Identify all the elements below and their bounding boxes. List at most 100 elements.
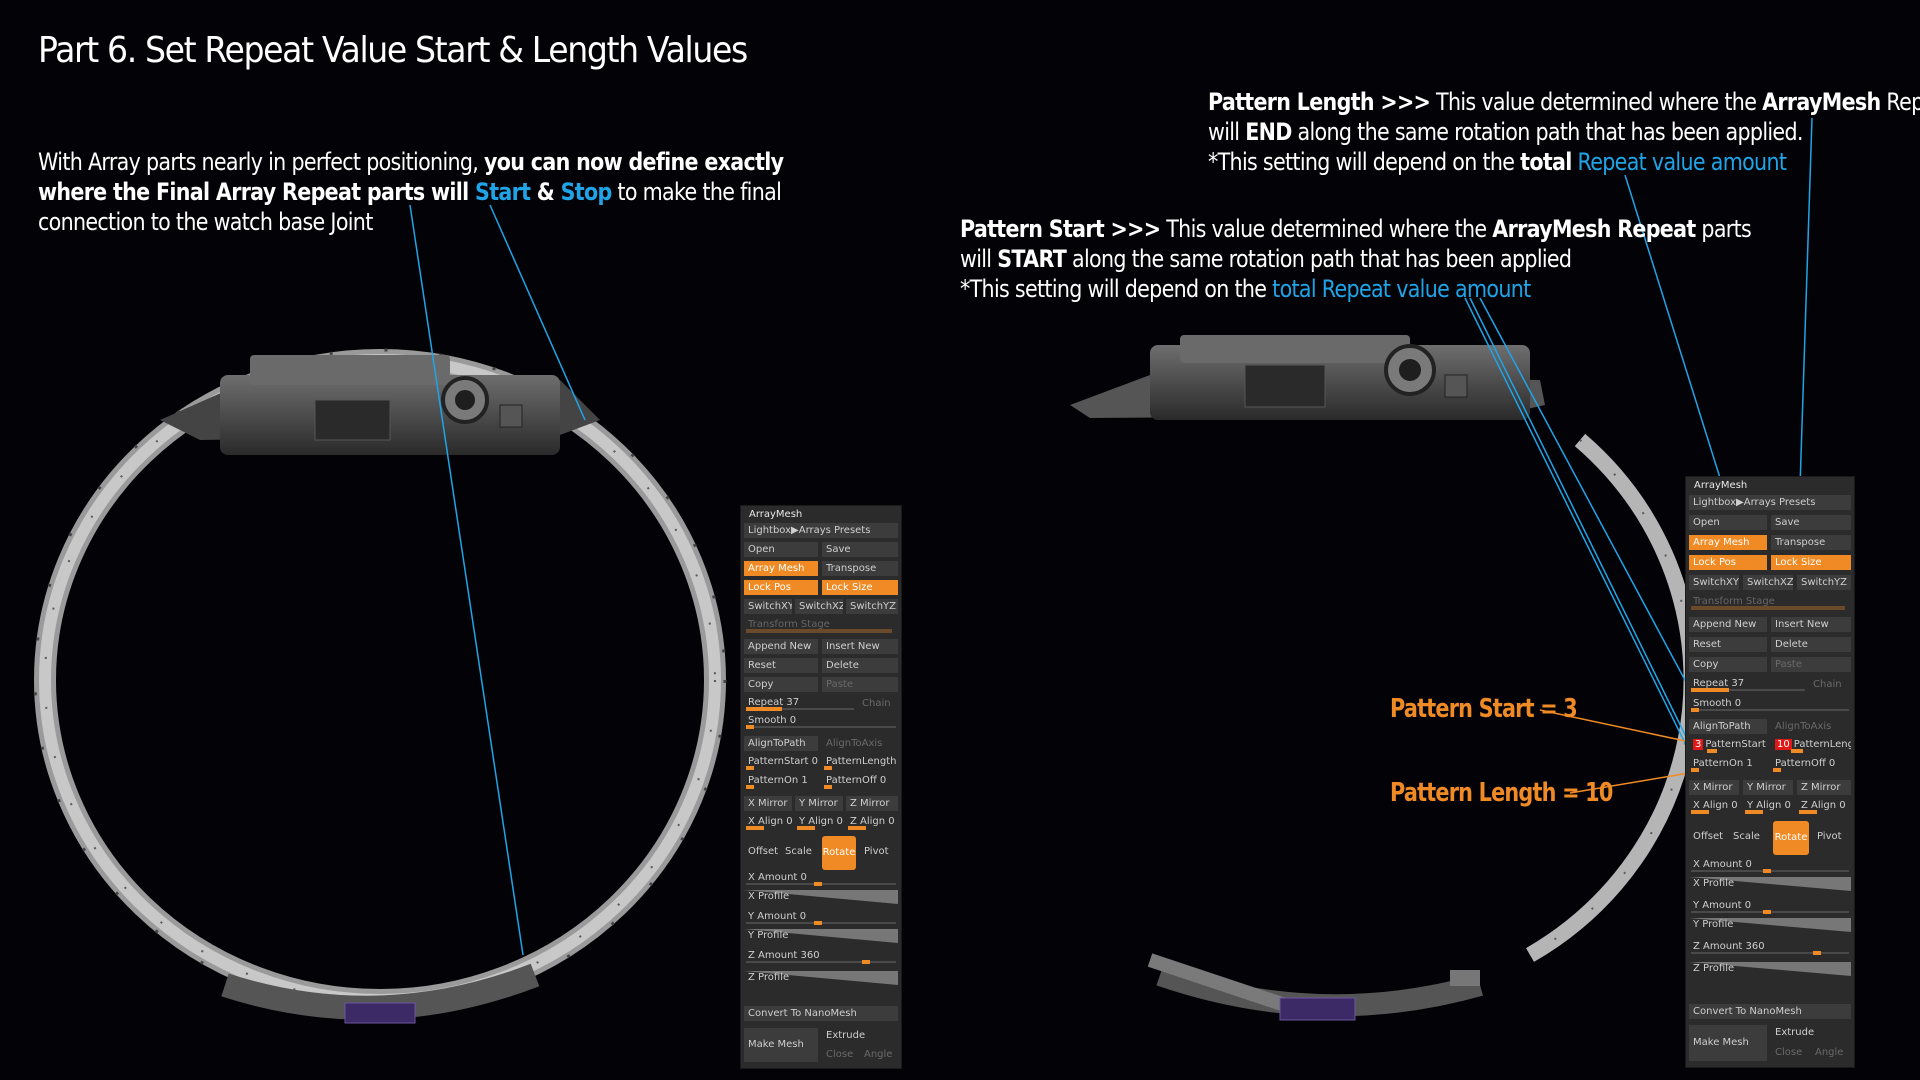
transform-stage-slider[interactable]: Transform Stage <box>1689 595 1851 610</box>
x-align-slider[interactable]: X Align 0 <box>744 815 792 830</box>
intro-paragraph: With Array parts nearly in perfect posit… <box>38 147 784 237</box>
switch-yz-button[interactable]: SwitchYZ <box>1797 575 1851 590</box>
convert-to-nanomesh-button[interactable]: Convert To NanoMesh <box>1689 1004 1851 1019</box>
rotate-tab[interactable]: Rotate <box>1773 821 1809 855</box>
paste-button[interactable]: Paste <box>1771 657 1851 672</box>
x-mirror-button[interactable]: X Mirror <box>744 796 792 811</box>
align-to-path-button[interactable]: AlignToPath <box>744 736 818 751</box>
pattern-length-slider[interactable]: PatternLength <box>822 755 898 770</box>
close-button[interactable]: Close <box>1775 1047 1803 1058</box>
lock-pos-toggle[interactable]: Lock Pos <box>1689 555 1767 570</box>
pattern-length-note: Pattern Length >>> This value determined… <box>1208 87 1920 177</box>
chain-button[interactable]: Chain <box>862 698 891 709</box>
paste-button[interactable]: Paste <box>822 677 898 692</box>
y-mirror-button[interactable]: Y Mirror <box>795 796 843 811</box>
align-to-axis-button[interactable]: AlignToAxis <box>826 738 883 749</box>
x-amount-slider[interactable]: X Amount 0 <box>744 871 898 886</box>
convert-to-nanomesh-button[interactable]: Convert To NanoMesh <box>744 1006 898 1021</box>
lock-pos-toggle[interactable]: Lock Pos <box>744 580 818 595</box>
y-profile-curve[interactable]: Y Profile <box>1689 918 1851 932</box>
pivot-tab[interactable]: Pivot <box>1817 831 1842 842</box>
x-mirror-button[interactable]: X Mirror <box>1689 780 1739 795</box>
reset-button[interactable]: Reset <box>1689 637 1767 652</box>
switch-xy-button[interactable]: SwitchXY <box>744 599 792 614</box>
append-new-button[interactable]: Append New <box>744 639 818 654</box>
array-mesh-toggle[interactable]: Array Mesh <box>744 561 818 576</box>
z-amount-slider[interactable]: Z Amount 360 <box>1689 940 1851 955</box>
append-new-button[interactable]: Append New <box>1689 617 1767 632</box>
y-align-slider[interactable]: Y Align 0 <box>1743 799 1793 814</box>
angle-slider[interactable]: Angle <box>864 1049 893 1060</box>
pattern-start-value: 3 <box>1693 739 1704 750</box>
x-align-slider[interactable]: X Align 0 <box>1689 799 1739 814</box>
y-amount-slider[interactable]: Y Amount 0 <box>1689 899 1851 914</box>
chain-button[interactable]: Chain <box>1813 679 1842 690</box>
lightbox-arrays-presets-button[interactable]: Lightbox▶Arrays Presets <box>1689 495 1851 510</box>
close-button[interactable]: Close <box>826 1049 854 1060</box>
z-align-slider[interactable]: Z Align 0 <box>1797 799 1851 814</box>
smooth-slider[interactable]: Smooth 0 <box>1689 697 1851 712</box>
transform-stage-slider[interactable]: Transform Stage <box>744 618 898 633</box>
insert-new-button[interactable]: Insert New <box>822 639 898 654</box>
switch-xz-button[interactable]: SwitchXZ <box>795 599 843 614</box>
switch-yz-button[interactable]: SwitchYZ <box>846 599 898 614</box>
x-amount-slider[interactable]: X Amount 0 <box>1689 858 1851 873</box>
rotate-tab[interactable]: Rotate <box>822 836 856 870</box>
switch-xy-button[interactable]: SwitchXY <box>1689 575 1739 590</box>
align-to-axis-button[interactable]: AlignToAxis <box>1775 721 1832 732</box>
pattern-length-slider[interactable]: 10PatternLengt <box>1771 738 1851 753</box>
lightbox-arrays-presets-button[interactable]: Lightbox▶Arrays Presets <box>744 523 898 538</box>
angle-slider[interactable]: Angle <box>1815 1047 1844 1058</box>
pattern-length-callout: Pattern Length = 10 <box>1390 778 1613 808</box>
make-mesh-button[interactable]: Make Mesh <box>744 1028 818 1062</box>
scale-tab[interactable]: Scale <box>785 846 812 857</box>
z-amount-slider[interactable]: Z Amount 360 <box>744 949 898 964</box>
extrude-button[interactable]: Extrude <box>1775 1027 1815 1038</box>
y-profile-curve[interactable]: Y Profile <box>744 929 898 943</box>
pivot-tab[interactable]: Pivot <box>864 846 889 857</box>
save-button[interactable]: Save <box>822 542 898 557</box>
y-amount-slider[interactable]: Y Amount 0 <box>744 910 898 925</box>
repeat-slider[interactable]: Repeat 37 <box>744 696 856 711</box>
delete-button[interactable]: Delete <box>822 658 898 673</box>
transpose-button[interactable]: Transpose <box>822 561 898 576</box>
pattern-off-slider[interactable]: PatternOff 0 <box>1771 757 1851 772</box>
save-button[interactable]: Save <box>1771 515 1851 530</box>
z-profile-curve[interactable]: Z Profile <box>744 971 898 985</box>
array-mesh-toggle[interactable]: Array Mesh <box>1689 535 1767 550</box>
lock-size-toggle[interactable]: Lock Size <box>822 580 898 595</box>
y-mirror-button[interactable]: Y Mirror <box>1743 780 1793 795</box>
right-watch-body <box>1070 335 1545 420</box>
copy-button[interactable]: Copy <box>1689 657 1767 672</box>
lock-size-toggle[interactable]: Lock Size <box>1771 555 1851 570</box>
smooth-slider[interactable]: Smooth 0 <box>744 714 898 729</box>
transpose-button[interactable]: Transpose <box>1771 535 1851 550</box>
z-mirror-button[interactable]: Z Mirror <box>846 796 898 811</box>
pattern-on-slider[interactable]: PatternOn 1 <box>1689 757 1767 772</box>
pattern-off-slider[interactable]: PatternOff 0 <box>822 774 898 789</box>
align-to-path-button[interactable]: AlignToPath <box>1689 719 1767 734</box>
delete-button[interactable]: Delete <box>1771 637 1851 652</box>
open-button[interactable]: Open <box>1689 515 1767 530</box>
switch-xz-button[interactable]: SwitchXZ <box>1743 575 1793 590</box>
copy-button[interactable]: Copy <box>744 677 818 692</box>
extrude-button[interactable]: Extrude <box>826 1030 866 1041</box>
x-profile-curve[interactable]: X Profile <box>744 890 898 904</box>
repeat-slider[interactable]: Repeat 37 <box>1689 677 1807 692</box>
z-align-slider[interactable]: Z Align 0 <box>846 815 898 830</box>
pattern-on-slider[interactable]: PatternOn 1 <box>744 774 818 789</box>
insert-new-button[interactable]: Insert New <box>1771 617 1851 632</box>
z-profile-curve[interactable]: Z Profile <box>1689 962 1851 976</box>
open-button[interactable]: Open <box>744 542 818 557</box>
make-mesh-button[interactable]: Make Mesh <box>1689 1025 1767 1061</box>
pattern-start-slider[interactable]: PatternStart 0 <box>744 755 818 770</box>
reset-button[interactable]: Reset <box>744 658 818 673</box>
z-mirror-button[interactable]: Z Mirror <box>1797 780 1851 795</box>
offset-tab[interactable]: Offset <box>1693 831 1724 842</box>
pattern-length-line-2: will END along the same rotation path th… <box>1208 118 1803 146</box>
scale-tab[interactable]: Scale <box>1733 831 1760 842</box>
y-align-slider[interactable]: Y Align 0 <box>795 815 843 830</box>
offset-tab[interactable]: Offset <box>748 846 778 857</box>
x-profile-curve[interactable]: X Profile <box>1689 877 1851 891</box>
